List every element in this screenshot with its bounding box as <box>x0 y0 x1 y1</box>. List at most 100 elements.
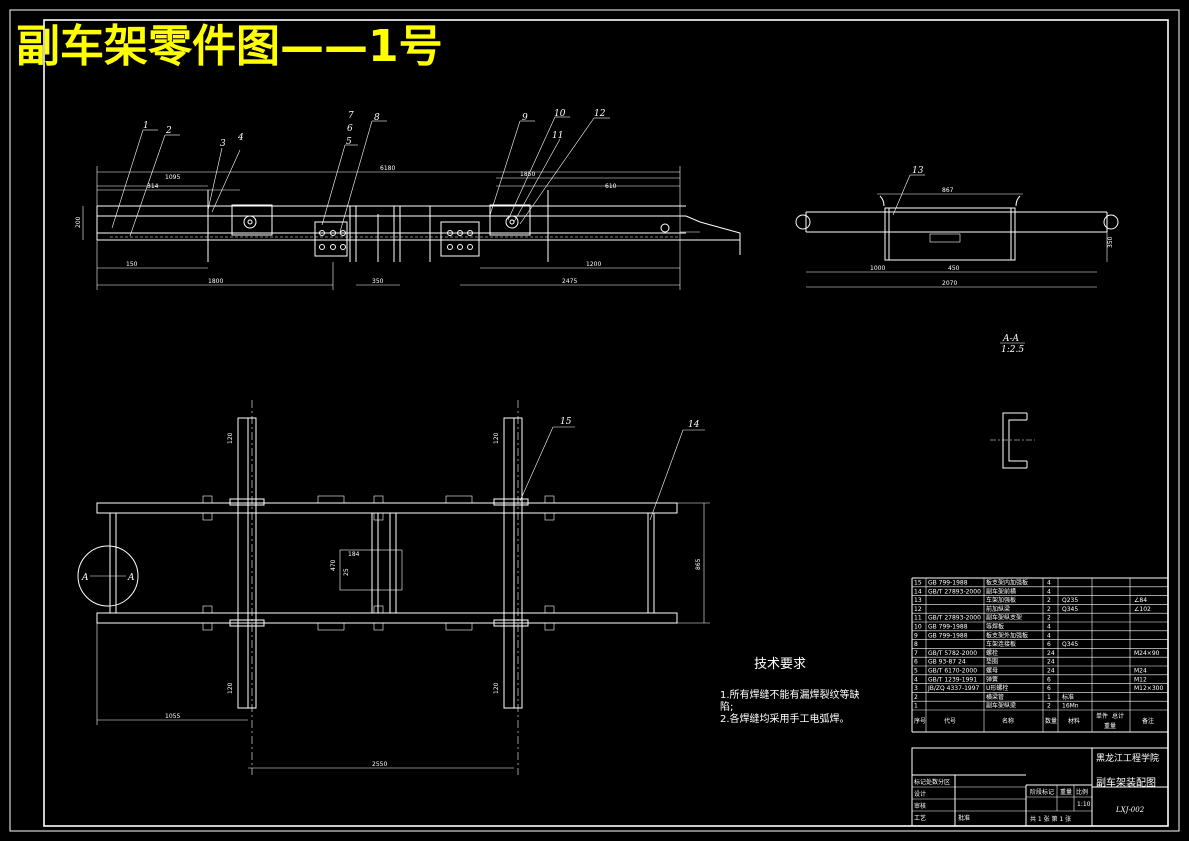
scale-label: 比例 <box>1076 788 1088 796</box>
bom-code: GB/T 27893-2000 <box>928 588 981 595</box>
bom-note: M24×90 <box>1134 650 1160 657</box>
bom-code: GB/T 1239-1991 <box>928 676 977 683</box>
tb-row-2: 审核 <box>914 802 926 810</box>
bom-code: GB 799-1988 <box>928 580 968 587</box>
bom-header-name: 名称 <box>1002 717 1014 725</box>
side-dim-overall: 2070 <box>942 280 957 287</box>
bom-qty: 4 <box>1047 624 1051 631</box>
dim-gap: 350 <box>372 278 384 285</box>
bom-no: 6 <box>914 659 918 666</box>
bom-name: 车架加强板 <box>986 596 1016 604</box>
bom-no: 14 <box>914 588 922 595</box>
bom-name: 车架连接板 <box>986 640 1016 648</box>
bom-no: 9 <box>914 632 918 639</box>
sheets-label: 共 1 张 第 1 张 <box>1030 815 1071 823</box>
drawing-no: LXJ-002 <box>1115 806 1145 814</box>
bom-name: 板支架外加强板 <box>986 631 1028 639</box>
bom-no: 11 <box>914 615 922 622</box>
bom-header-weight: 重量 <box>1104 722 1116 730</box>
school-name: 黑龙江工程学院 <box>1096 752 1159 764</box>
bom-name: U形螺栓 <box>986 684 1008 692</box>
bom-no: 7 <box>914 650 918 657</box>
bom-no: 15 <box>914 580 922 587</box>
bom-qty: 2 <box>1047 597 1051 604</box>
bom-header-code: 代号 <box>944 717 956 725</box>
bom-note: M12 <box>1134 676 1147 683</box>
bom-code: GB 93-87 24 <box>928 659 966 666</box>
callout-3: 3 <box>220 139 226 149</box>
bom-header-note: 备注 <box>1142 717 1154 725</box>
bom-qty: 6 <box>1047 685 1051 692</box>
plan-view: A A 865 1055 2550 470 184 25 120 120 120… <box>77 400 710 775</box>
plan-dim-vbr: 120 <box>493 682 500 694</box>
bom-note: M24 <box>1134 668 1147 675</box>
bom-qty: 1 <box>1047 694 1051 701</box>
callout-14: 14 <box>688 420 700 430</box>
dim-right-lower: 1200 <box>586 261 601 268</box>
tech-req-heading: 技术要求 <box>754 657 806 672</box>
tb-row-3: 工艺 <box>914 814 926 822</box>
bom-code: GB/T 6170-2000 <box>928 668 977 675</box>
weight-label: 重量 <box>1060 788 1072 796</box>
plan-dim-small2: 184 <box>348 551 360 558</box>
bom-qty: 4 <box>1047 580 1051 587</box>
section-mark-right: A <box>127 573 135 583</box>
dim-right-upper: 1850 <box>520 171 535 178</box>
tech-req-line1b: 陷; <box>720 700 733 713</box>
bom-note: ∠102 <box>1134 606 1151 613</box>
dim-bottom-right: 2475 <box>562 278 577 285</box>
bom-name: 副车架纵梁 <box>986 702 1016 710</box>
callout-2: 2 <box>165 126 172 136</box>
bom-name: 螺母 <box>986 667 998 675</box>
bom-qty: 24 <box>1047 650 1055 657</box>
plan-dim-small1: 470 <box>330 559 337 571</box>
tb-row-0: 标记处数分区 <box>914 778 950 786</box>
dim-right-top: 610 <box>605 183 617 190</box>
bom-qty: 6 <box>1047 641 1051 648</box>
bom-header-no: 序号 <box>914 717 926 725</box>
bom-no: 2 <box>914 694 918 701</box>
outer-frame <box>9 9 1180 832</box>
plan-dim-vbl: 120 <box>227 682 234 694</box>
drawing-title: 副车架零件图——1号 <box>16 21 443 72</box>
tb-row-4: 批准 <box>958 814 970 822</box>
bom-material: 标准 <box>1062 693 1074 701</box>
bom-no: 10 <box>914 624 922 631</box>
bom-name: 副车架纵支架 <box>986 614 1022 622</box>
callout-5: 5 <box>346 137 352 147</box>
bom-code: GB/T 27893-2000 <box>928 615 981 622</box>
bom-material: Q345 <box>1062 606 1078 613</box>
dim-left-short: 314 <box>147 183 159 190</box>
bom-name: 副车架前横 <box>986 587 1016 595</box>
plan-dim-width: 865 <box>695 558 702 570</box>
callout-1: 1 <box>143 121 149 131</box>
dim-left-span: 1095 <box>165 174 180 181</box>
bom-header-total-weight: 总计 <box>1112 712 1124 720</box>
section-mark-left: A <box>81 573 89 583</box>
bom-note: M12×300 <box>1134 685 1163 692</box>
bom-qty: 2 <box>1047 606 1051 613</box>
plan-dim-bottom-left: 1055 <box>165 713 180 720</box>
bom-no: 13 <box>914 597 922 604</box>
bom-qty: 24 <box>1047 668 1055 675</box>
bom-material: 16Mn <box>1062 703 1079 710</box>
section-label: A-A <box>1002 334 1020 344</box>
callout-13: 13 <box>912 166 924 176</box>
plan-dim-vtl: 120 <box>227 432 234 444</box>
bom-code: GB 799-1988 <box>928 632 968 639</box>
callout-11: 11 <box>552 131 563 141</box>
tb-row-1: 设计 <box>914 790 926 798</box>
bom-name: 弹簧 <box>986 675 998 683</box>
bom-no: 1 <box>914 703 918 710</box>
inner-frame <box>43 19 1169 827</box>
section-scale: 1:2.5 <box>1001 345 1024 355</box>
bom-no: 3 <box>914 685 918 692</box>
section-aa: A-A 1:2.5 <box>990 334 1035 469</box>
plan-dim-small3: 25 <box>343 568 350 576</box>
callout-8: 8 <box>374 113 380 123</box>
tech-req-line1: 1.所有焊缝不能有漏焊裂纹等缺 <box>720 688 860 701</box>
bom-no: 4 <box>914 676 918 683</box>
callout-7: 7 <box>348 111 354 121</box>
